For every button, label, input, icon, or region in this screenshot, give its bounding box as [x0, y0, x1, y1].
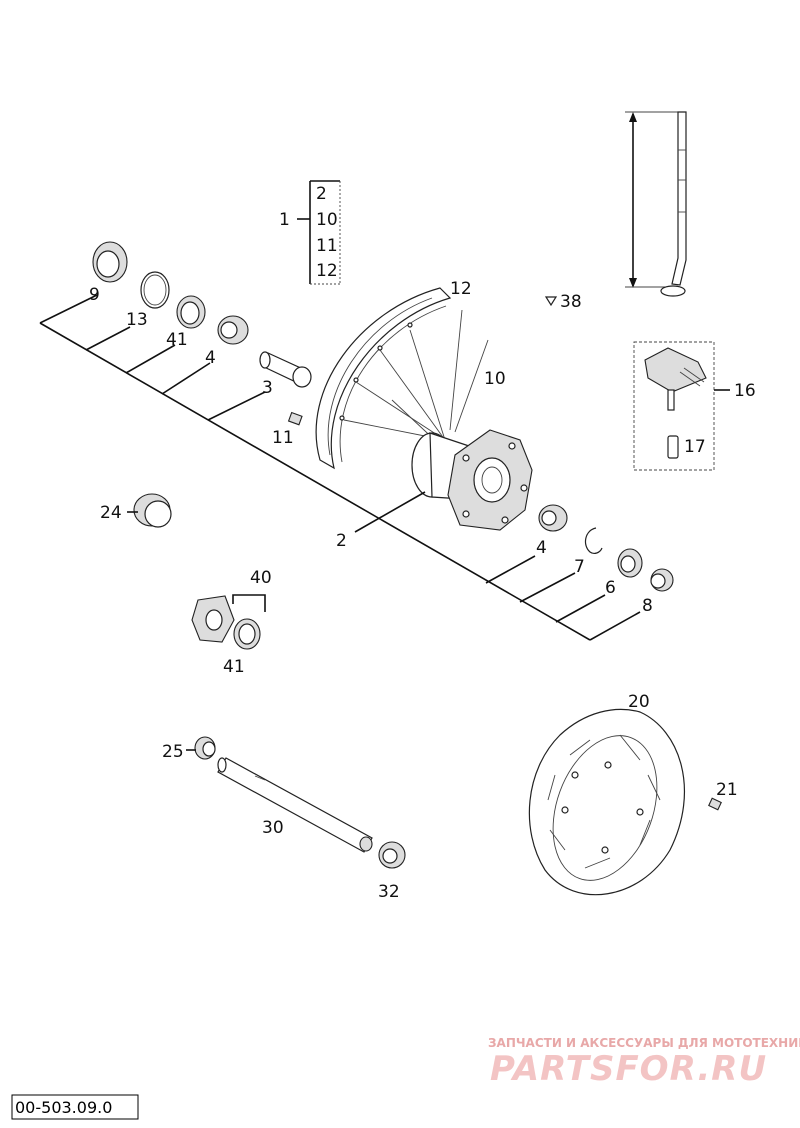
label-12: 12 — [450, 279, 472, 299]
label-21: 21 — [716, 780, 738, 800]
label-7: 7 — [574, 557, 585, 577]
watermark: ЗАПЧАСТИ И АКСЕССУАРЫ ДЛЯ МОТОТЕХНИКИ PA… — [488, 1036, 800, 1089]
label-2: 2 — [336, 531, 347, 551]
seal-6 — [617, 548, 643, 578]
hub-2 — [411, 429, 533, 531]
label-leaders — [127, 491, 426, 751]
label-17: 17 — [684, 437, 706, 457]
axle-30 — [217, 757, 373, 853]
bolt-21 — [708, 797, 722, 811]
kit-item: 12 — [316, 261, 338, 281]
spacer-3 — [259, 351, 312, 388]
valve-kit-box-16-17 — [633, 341, 730, 471]
label-11: 11 — [272, 428, 294, 448]
kit-item-labels: 2 10 11 12 — [316, 184, 338, 281]
circlip-41 — [176, 295, 206, 329]
part-24 — [133, 493, 172, 528]
seal-9 — [92, 241, 128, 283]
watermark-logo: PARTSFOR.RU — [490, 1049, 767, 1089]
label-41-bottom: 41 — [223, 657, 245, 677]
label-4-right: 4 — [536, 538, 547, 558]
bearing-4-right — [538, 504, 568, 532]
kit-bracket — [297, 180, 341, 285]
kit-item: 10 — [316, 210, 338, 230]
label-6: 6 — [605, 578, 616, 598]
part-labels: 1 12 38 9 13 41 4 3 10 11 16 17 24 2 4 7… — [89, 210, 756, 902]
part-25 — [194, 736, 216, 760]
label-40: 40 — [250, 568, 272, 588]
nipple-11 — [287, 411, 303, 426]
label-10: 10 — [484, 369, 506, 389]
part-38 — [544, 296, 558, 307]
watermark-tagline: ЗАПЧАСТИ И АКСЕССУАРЫ ДЛЯ МОТОТЕХНИКИ — [488, 1036, 800, 1050]
drawing-code: 00-503.09.0 — [15, 1098, 112, 1117]
label-3: 3 — [262, 378, 273, 398]
brake-disc-20 — [528, 708, 685, 896]
spacer-8 — [650, 568, 674, 592]
label-38: 38 — [560, 292, 582, 312]
label-1: 1 — [279, 210, 290, 230]
label-13: 13 — [126, 310, 148, 330]
label-41-top: 41 — [166, 330, 188, 350]
wheel-rim-12 — [315, 287, 452, 470]
nut-32 — [378, 841, 406, 869]
ring-13 — [140, 271, 170, 309]
label-8: 8 — [642, 596, 653, 616]
label-4: 4 — [205, 348, 216, 368]
speedo-drive-40-41 — [191, 594, 266, 650]
label-16: 16 — [734, 381, 756, 401]
circlip-7 — [584, 527, 603, 554]
label-24: 24 — [100, 503, 122, 523]
kit-item: 2 — [316, 184, 327, 204]
label-32: 32 — [378, 882, 400, 902]
drawing-code-box: 00-503.09.0 — [11, 1094, 139, 1120]
kit-item: 11 — [316, 236, 338, 256]
label-9: 9 — [89, 285, 100, 305]
bearing-4 — [217, 315, 249, 345]
label-20: 20 — [628, 692, 650, 712]
axis-leaders — [39, 294, 641, 641]
label-30: 30 — [262, 818, 284, 838]
valve-stem — [625, 111, 687, 297]
label-25: 25 — [162, 742, 184, 762]
